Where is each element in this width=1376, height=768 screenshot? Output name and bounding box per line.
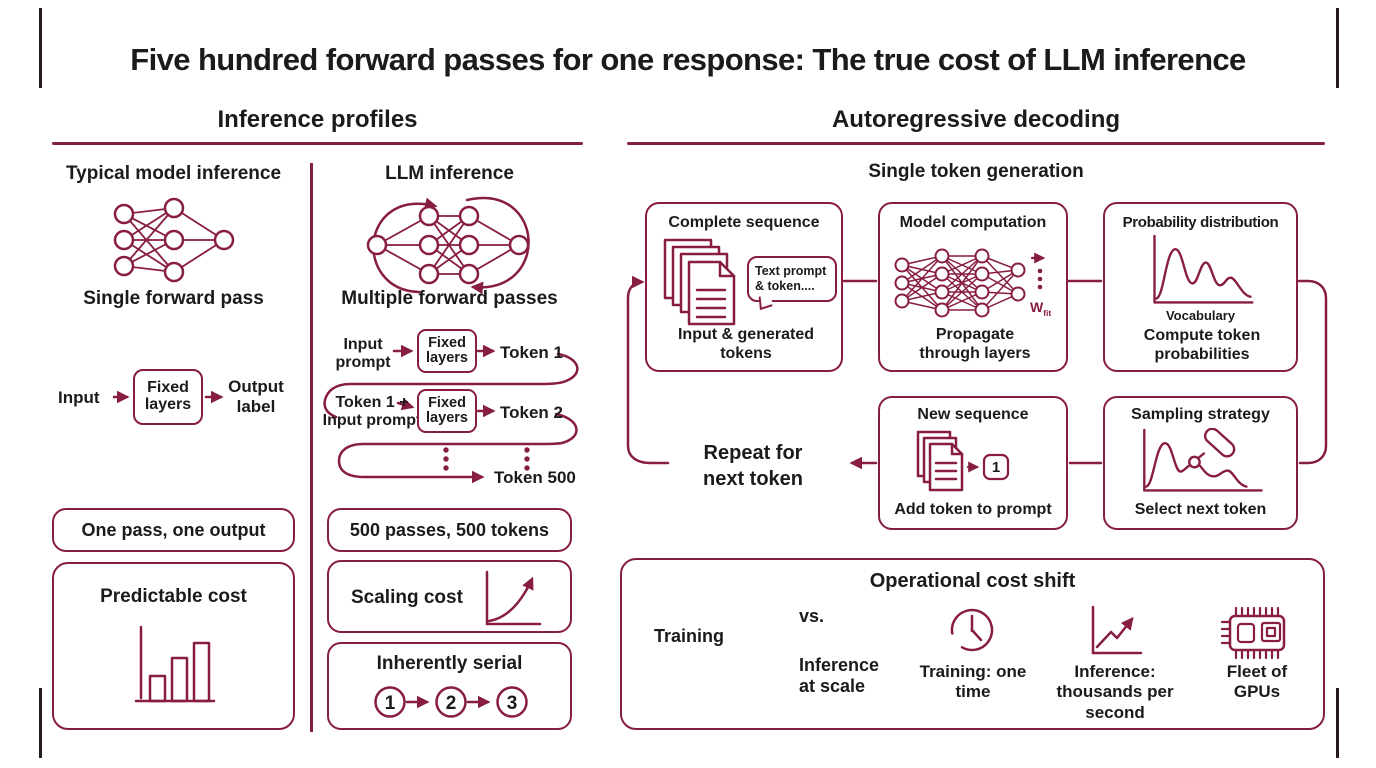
pill-500-passes: 500 passes, 500 tokens	[327, 508, 572, 552]
frame-mark-top-left	[39, 8, 42, 88]
section-header-autoregressive: Autoregressive decoding	[831, 106, 1121, 133]
cost-item-training-label: Training: one time	[919, 662, 1027, 702]
token-badge: 1	[992, 459, 1000, 476]
heading-typical-inference: Typical model inference	[65, 163, 282, 184]
column-divider	[310, 163, 313, 732]
chart-label-inference-at-scale: Inference at scale	[799, 655, 880, 696]
typical-fixed-layers-box: Fixed layers	[133, 369, 203, 425]
box-operational-cost-shift: Operational cost shift Training vs. Infe…	[620, 558, 1325, 730]
clock-icon	[950, 608, 994, 652]
box-sampling-strategy-title: Sampling strategy	[1131, 406, 1270, 423]
llm-row1-input-label: Input prompt	[335, 336, 391, 371]
box-model-computation-title: Model computation	[899, 214, 1047, 231]
heading-llm-inference: LLM inference	[385, 163, 514, 184]
llm-row1-fixed-layers-box: Fixed layers	[417, 329, 477, 373]
section-underline-right	[627, 142, 1325, 145]
box-probability-distribution-title: Probability distribution	[1122, 214, 1279, 231]
frame-mark-bottom-right	[1336, 688, 1339, 758]
new-sequence-docs-icon: 1	[916, 430, 1010, 492]
typical-flow-output-label: Output label	[228, 377, 284, 416]
rising-chart-icon	[1091, 605, 1143, 655]
card-scaling-cost-title: Scaling cost	[351, 587, 463, 608]
chart-label-training: Training	[654, 626, 725, 646]
serial-step-3: 3	[507, 693, 518, 714]
serial-steps-icon: 1 2 3	[374, 686, 528, 718]
cost-item-inference-label: Inference: thousands per second	[1056, 662, 1174, 722]
card-predictable-cost: Predictable cost	[52, 562, 295, 730]
llm-row2-token-label: Token 2	[500, 403, 563, 422]
gpu-chip-icon	[1220, 606, 1286, 660]
card-inherently-serial: Inherently serial 1 2 3	[327, 642, 572, 730]
sampling-strategy-icon	[1143, 428, 1263, 492]
section-header-inference-profiles: Inference profiles	[217, 106, 418, 133]
box-probability-distribution-caption: Compute token probabilities	[1143, 327, 1261, 364]
subheader-single-token-generation: Single token generation	[868, 161, 1084, 182]
card-predictable-cost-title: Predictable cost	[100, 586, 247, 607]
probability-distribution-icon	[1153, 234, 1254, 304]
box-new-sequence-caption: Add token to prompt	[894, 501, 1052, 518]
cost-shift-title: Operational cost shift	[869, 570, 1076, 592]
serial-step-1: 1	[385, 693, 396, 714]
neural-network-icon	[113, 197, 235, 283]
box-new-sequence-title: New sequence	[917, 406, 1029, 423]
caption-single-forward-pass: Single forward pass	[83, 288, 264, 309]
page-title: Five hundred forward passes for one resp…	[130, 42, 1246, 77]
llm-row2-fixed-layers-box: Fixed layers	[417, 389, 477, 433]
bar-chart-icon	[134, 625, 216, 703]
serial-step-2: 2	[446, 693, 457, 714]
llm-final-token-label: Token 500	[494, 468, 576, 487]
frame-mark-top-right	[1336, 8, 1339, 88]
speech-bubble: Text prompt & token....	[747, 256, 837, 302]
box-new-sequence: New sequence 1 Add token to prompt	[878, 396, 1068, 530]
llm-row2-input-label: Token 1 + Input prompt	[322, 394, 422, 429]
box-complete-sequence-title: Complete sequence	[668, 214, 820, 231]
weight-subscript: fit	[1043, 308, 1051, 318]
card-inherently-serial-title: Inherently serial	[376, 653, 523, 674]
box-sampling-strategy-caption: Select next token	[1134, 501, 1267, 518]
speech-bubble-text: Text prompt & token....	[755, 264, 827, 293]
caption-multiple-forward-passes: Multiple forward passes	[341, 288, 558, 309]
box-complete-sequence-caption: Input & generated tokens	[677, 326, 814, 363]
chart-label-vs: vs.	[799, 606, 825, 626]
looped-neural-network-icon	[366, 196, 530, 295]
pill-one-pass-one-output: One pass, one output	[52, 508, 295, 552]
growth-curve-icon	[485, 570, 542, 626]
weight-label: W	[1030, 299, 1044, 315]
typical-flow-input-label: Input	[58, 388, 100, 407]
card-scaling-cost: Scaling cost	[327, 560, 572, 633]
box-complete-sequence: Complete sequence Text prompt & token...…	[645, 202, 843, 372]
section-underline-left	[52, 142, 583, 145]
box-sampling-strategy: Sampling strategy Select next token	[1103, 396, 1298, 530]
dense-neural-network-icon: Wfit	[894, 248, 1051, 318]
box-model-computation-caption: Propagate through layers	[919, 326, 1031, 363]
box-model-computation: Model computation Wfit Propagate through…	[878, 202, 1068, 372]
repeat-next-token-label: Repeat for next token	[702, 442, 804, 490]
vocabulary-axis-label: Vocabulary	[1165, 308, 1236, 323]
llm-row1-token-label: Token 1	[500, 343, 563, 362]
cost-item-gpu-label: Fleet of GPUs	[1226, 662, 1288, 702]
document-stack-icon	[663, 238, 736, 326]
frame-mark-bottom-left	[39, 688, 42, 758]
svg-text:Wfit: Wfit	[1030, 299, 1051, 318]
box-probability-distribution: Probability distribution Vocabulary Comp…	[1103, 202, 1298, 372]
